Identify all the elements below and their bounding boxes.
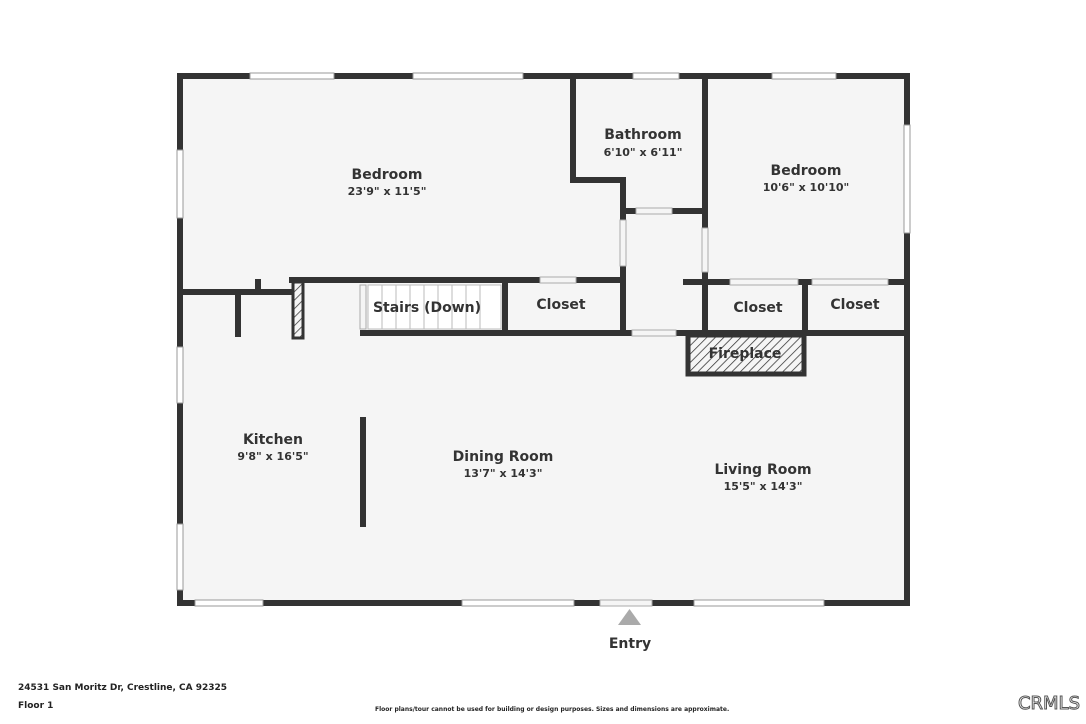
entry-arrow-icon [618, 609, 641, 625]
doorways [359, 207, 889, 607]
stairs-label: Stairs (Down) [373, 300, 481, 316]
bedroom-main-name: Bedroom [352, 167, 423, 183]
dining-name: Dining Room [453, 449, 554, 465]
bedroom-main-dims: 23'9" x 11'5" [348, 185, 427, 198]
bathroom-dims: 6'10" x 6'11" [604, 146, 683, 159]
fireplace-hearth [685, 332, 807, 377]
fireplace-label: Fireplace [709, 346, 782, 362]
bedroom-second-dims: 10'6" x 10'10" [763, 181, 850, 194]
structural-column [291, 280, 305, 340]
closet-3-label: Closet [830, 297, 880, 313]
windows [176, 72, 911, 607]
kitchen-dims: 9'8" x 16'5" [237, 450, 308, 463]
stairs-treads [367, 284, 502, 330]
living-name: Living Room [714, 462, 811, 478]
bedroom-second-name: Bedroom [771, 163, 842, 179]
disclaimer-text: Floor plans/tour cannot be used for buil… [375, 706, 730, 713]
floor-label: Floor 1 [18, 701, 54, 711]
living-dims: 15'5" x 14'3" [724, 480, 803, 493]
dining-dims: 13'7" x 14'3" [464, 467, 543, 480]
closet-1-label: Closet [536, 297, 586, 313]
brand-logo: CRMLS [1017, 693, 1080, 715]
entry-label: Entry [609, 636, 651, 652]
closet-2-label: Closet [733, 300, 783, 316]
bathroom-name: Bathroom [604, 127, 682, 143]
property-address: 24531 San Moritz Dr, Crestline, CA 92325 [18, 683, 228, 693]
kitchen-name: Kitchen [243, 432, 303, 448]
